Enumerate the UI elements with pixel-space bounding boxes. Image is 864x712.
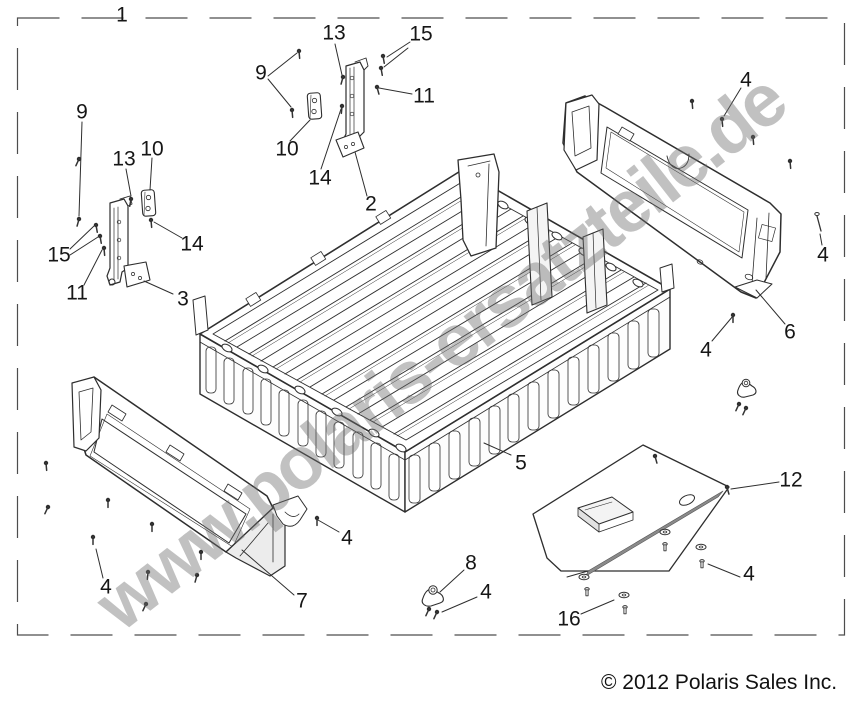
callout-label-15: 15: [47, 243, 71, 267]
callout-label-10: 10: [140, 137, 164, 161]
callout-label-9: 9: [255, 61, 267, 85]
leader-lines: [69, 41, 823, 615]
callout-label-12: 12: [779, 468, 803, 492]
part-6-rear-panel: [562, 94, 782, 299]
part-2-support-bracket: [335, 57, 369, 158]
callout-label-13: 13: [112, 147, 136, 171]
callout-label-16: 16: [557, 607, 581, 631]
part-12-scuff-plate: [532, 444, 730, 578]
callout-label-10: 10: [275, 137, 299, 161]
callout-label-3: 3: [177, 287, 189, 311]
latch-clip-upper: [737, 378, 757, 398]
part-8-latch-clip: [421, 585, 444, 607]
screw-hardware: [40, 47, 822, 620]
part-10-spacer-block-right: [306, 92, 323, 120]
part-10-spacer-block-left: [140, 189, 157, 217]
callout-label-4: 4: [740, 68, 752, 92]
part-7-front-panel: [71, 376, 308, 577]
callout-label-1: 1: [116, 3, 128, 27]
part-3-support-bracket: [106, 195, 151, 288]
callout-label-4: 4: [743, 562, 755, 586]
callout-label-4: 4: [341, 526, 353, 550]
callout-label-4: 4: [100, 575, 112, 599]
callout-label-13: 13: [322, 21, 346, 45]
drawing-border: [16, 17, 846, 636]
callout-label-15: 15: [409, 22, 433, 46]
callout-label-11: 11: [413, 84, 435, 108]
callout-label-14: 14: [180, 232, 204, 256]
callout-label-11: 11: [66, 281, 88, 305]
callout-label-14: 14: [308, 166, 332, 190]
callout-label-5: 5: [515, 451, 527, 475]
callout-label-8: 8: [465, 551, 477, 575]
callout-label-7: 7: [296, 589, 308, 613]
part-5-cargo-box: [192, 153, 675, 513]
callout-label-4: 4: [817, 243, 829, 267]
callout-label-6: 6: [784, 320, 796, 344]
callout-label-9: 9: [76, 100, 88, 124]
callout-label-2: 2: [365, 192, 377, 216]
copyright-text: © 2012 Polaris Sales Inc.: [601, 671, 838, 694]
callout-label-4: 4: [700, 338, 712, 362]
callout-label-4: 4: [480, 580, 492, 604]
